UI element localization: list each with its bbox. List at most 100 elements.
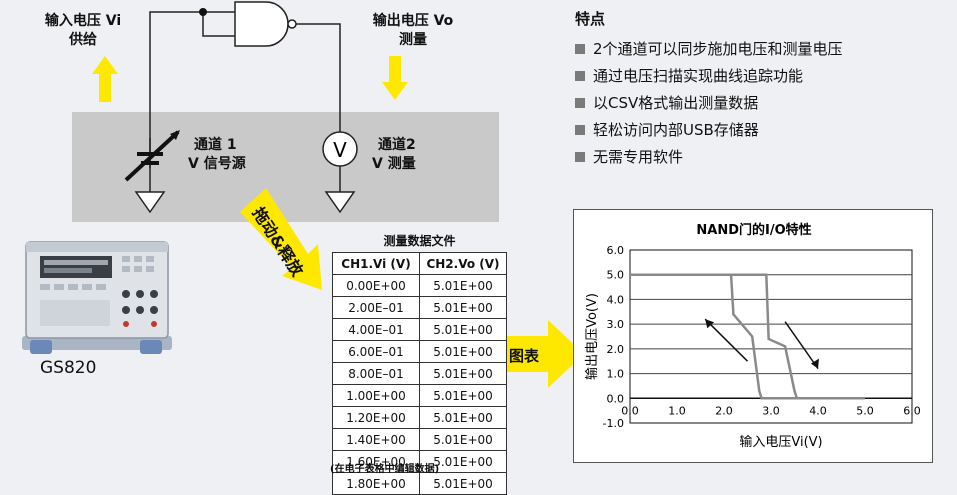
series-line <box>630 273 865 400</box>
sweep-down-arrowhead-icon <box>705 319 715 329</box>
voltmeter-symbol: V <box>333 138 347 162</box>
chart-arrow-label: 图表 <box>509 347 540 365</box>
table-cell: 5.01E+00 <box>419 384 507 407</box>
nand-bubble <box>287 19 297 29</box>
feature-text: 以CSV格式输出测量数据 <box>593 94 759 112</box>
table-cell: 0.00E+00 <box>332 274 420 297</box>
input-voltage-line1: 输入电压 Vi <box>44 13 122 29</box>
down-arrow-icon <box>382 56 408 100</box>
x-tick-label: 4.0 <box>809 404 827 417</box>
output-voltage-label: 输出电压 Vo 测量 <box>358 12 468 50</box>
feature-text: 通过电压扫描实现曲线追踪功能 <box>593 67 804 85</box>
y-tick-label: 3.0 <box>607 318 625 331</box>
features-title: 特点 <box>575 10 606 28</box>
y-tick-label: 0.0 <box>607 392 625 405</box>
instrument-box <box>72 112 499 222</box>
table-cell: 1.40E+00 <box>332 428 420 451</box>
x-tick-label: 5.0 <box>856 404 874 417</box>
features-panel: 特点 2个通道可以同步施加电压和测量电压 通过电压扫描实现曲线追踪功能 以CSV… <box>575 8 945 170</box>
channel2-subtitle: V 测量 <box>372 156 416 172</box>
table-cell: 6.00E–01 <box>332 340 420 363</box>
x-tick-label: 2.0 <box>715 404 733 417</box>
feature-item: 2个通道可以同步施加电压和测量电压 <box>575 35 945 62</box>
bullet-icon <box>575 97 585 108</box>
table-cell: 1.00E+00 <box>332 384 420 407</box>
output-voltage-line2: 测量 <box>399 32 427 48</box>
y-tick-label: 5.0 <box>607 269 625 282</box>
y-tick-label: 4.0 <box>607 293 625 306</box>
channel2-title: 通道2 <box>378 137 416 153</box>
table-cell: 5.01E+00 <box>419 318 507 341</box>
table-title: 测量数据文件 <box>383 234 456 248</box>
junction-dot <box>199 8 207 16</box>
x-tick-label: 3.0 <box>762 404 780 417</box>
table-cell: 1.20E+00 <box>332 406 420 429</box>
chart-title: NAND门的I/O特性 <box>696 222 811 238</box>
bullet-icon <box>575 43 585 54</box>
feature-item: 通过电压扫描实现曲线追踪功能 <box>575 62 945 89</box>
sweep-up-arrow-icon <box>784 321 819 370</box>
feature-text: 轻松访问内部USB存储器 <box>593 121 759 139</box>
series-line <box>630 273 865 400</box>
table-cell: 5.01E+00 <box>419 406 507 429</box>
table-cell: 5.01E+00 <box>419 296 507 319</box>
voltmeter-icon <box>322 131 358 167</box>
y-axis-label: 输出电压Vo(V) <box>584 293 600 380</box>
input-voltage-line2: 供给 <box>69 32 97 48</box>
feature-item: 轻松访问内部USB存储器 <box>575 116 945 143</box>
table-header-row: CH1.Vi (V) CH2.Vo (V) <box>332 252 507 275</box>
channel1-label: 通道 1 V 信号源 <box>188 136 246 174</box>
plot-frame <box>629 249 913 424</box>
ground-icon <box>324 191 356 214</box>
y-tick-label: -1.0 <box>603 417 624 430</box>
input-voltage-label: 输入电压 Vi 供给 <box>28 12 138 50</box>
y-tick-label: 6.0 <box>607 244 625 257</box>
table-cell: 5.01E+00 <box>419 472 507 495</box>
feature-item: 无需专用软件 <box>575 143 945 170</box>
table-header: CH1.Vi (V) <box>332 252 420 275</box>
bullet-icon <box>575 151 585 162</box>
feature-item: 以CSV格式输出测量数据 <box>575 89 945 116</box>
channel1-title: 通道 1 <box>194 137 237 153</box>
table-cell: 8.00E–01 <box>332 362 420 385</box>
table-cell: 4.00E–01 <box>332 318 420 341</box>
feature-text: 无需专用软件 <box>593 148 684 166</box>
bullet-icon <box>575 70 585 81</box>
y-tick-label: 2.0 <box>607 343 625 356</box>
sweep-down-arrow-icon <box>704 318 749 362</box>
nand-gate <box>234 1 289 47</box>
x-tick-label: 0.0 <box>621 404 639 417</box>
table-header: CH2.Vo (V) <box>419 252 507 275</box>
schematic-diagram: V 拖动&释放 图表 <box>72 1 584 388</box>
sweep-up-arrowhead-icon <box>811 358 819 369</box>
feature-text: 2个通道可以同步施加电压和测量电压 <box>593 40 843 58</box>
y-tick-label: 1.0 <box>607 368 625 381</box>
x-tick-label: 1.0 <box>668 404 686 417</box>
variable-source-icon <box>124 130 180 182</box>
table-cell: 1.60E+00 <box>332 450 420 473</box>
bullet-icon <box>575 124 585 135</box>
table-cell: 5.01E+00 <box>419 362 507 385</box>
gs820-device-image <box>22 241 172 354</box>
ground-icon <box>134 191 166 214</box>
x-tick-label: 6.0 <box>903 404 921 417</box>
table-cell: 5.01E+00 <box>419 428 507 451</box>
table-cell: 2.00E–01 <box>332 296 420 319</box>
table-cell: 5.01E+00 <box>419 340 507 363</box>
output-voltage-line1: 输出电压 Vo <box>372 13 454 29</box>
x-axis-label: 输入电压Vi(V) <box>739 434 822 450</box>
channel2-label: 通道2 V 测量 <box>372 136 416 174</box>
device-model-label: GS820 <box>40 358 97 378</box>
